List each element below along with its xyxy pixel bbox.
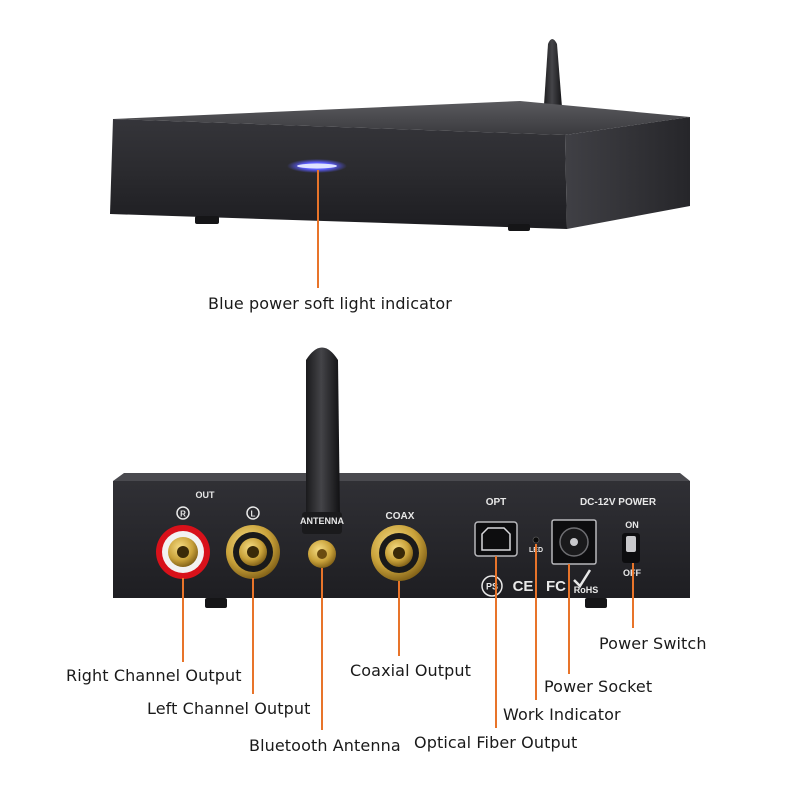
right-rca-jack — [156, 525, 210, 579]
l-mark: L — [251, 510, 256, 519]
l-mark-circle — [246, 506, 260, 520]
callout-optical: Optical Fiber Output — [414, 733, 578, 752]
callout-left-channel: Left Channel Output — [147, 699, 311, 718]
coax-label: COAX — [386, 511, 415, 522]
optical-port — [474, 521, 518, 557]
callout-right-channel: Right Channel Output — [66, 666, 242, 685]
power-label: DC-12V POWER — [580, 497, 657, 508]
ce-mark: CE — [513, 578, 534, 595]
on-label: ON — [625, 520, 639, 530]
callout-indicator: Blue power soft light indicator — [208, 294, 452, 313]
out-label: OUT — [196, 490, 216, 500]
rohs-mark: RoHS — [574, 585, 599, 595]
bluetooth-antenna-body — [306, 347, 340, 520]
back-unit-top-face — [113, 473, 690, 481]
antenna-label: ANTENNA — [300, 516, 344, 526]
blue-indicator-light — [297, 163, 337, 169]
callout-power-switch: Power Switch — [599, 634, 707, 653]
dc-power-socket — [551, 519, 597, 565]
top-unit-foot — [195, 216, 219, 224]
coax-rca-jack — [371, 525, 427, 581]
bluetooth-antenna-base — [302, 512, 342, 534]
work-indicator-led — [532, 536, 540, 544]
top-unit-front-face — [110, 119, 567, 229]
top-unit-foot — [508, 224, 530, 231]
callout-work-indicator: Work Indicator — [503, 705, 621, 724]
callout-coaxial: Coaxial Output — [350, 661, 471, 680]
back-unit-foot — [585, 598, 607, 608]
opt-label: OPT — [486, 497, 507, 508]
fc-mark: FC — [546, 578, 566, 595]
r-mark-circle — [176, 506, 190, 520]
power-switch — [622, 533, 640, 563]
r-mark: R — [180, 510, 186, 519]
rohs-check-icon — [573, 569, 592, 588]
top-antenna — [543, 39, 563, 120]
back-unit: OUT R L ANTENNA COAX OPT DC-12V POWER LE… — [113, 347, 690, 730]
callout-power-socket: Power Socket — [544, 677, 653, 696]
top-unit-top-face — [113, 101, 690, 135]
ps-mark-circle — [481, 575, 503, 597]
left-rca-jack — [226, 525, 280, 579]
callout-bluetooth-antenna: Bluetooth Antenna — [249, 736, 401, 755]
antenna-connector — [308, 540, 336, 568]
top-unit — [110, 39, 690, 288]
back-unit-foot — [205, 598, 227, 608]
top-unit-side-face — [565, 117, 690, 229]
ps-mark: PS — [486, 582, 498, 592]
